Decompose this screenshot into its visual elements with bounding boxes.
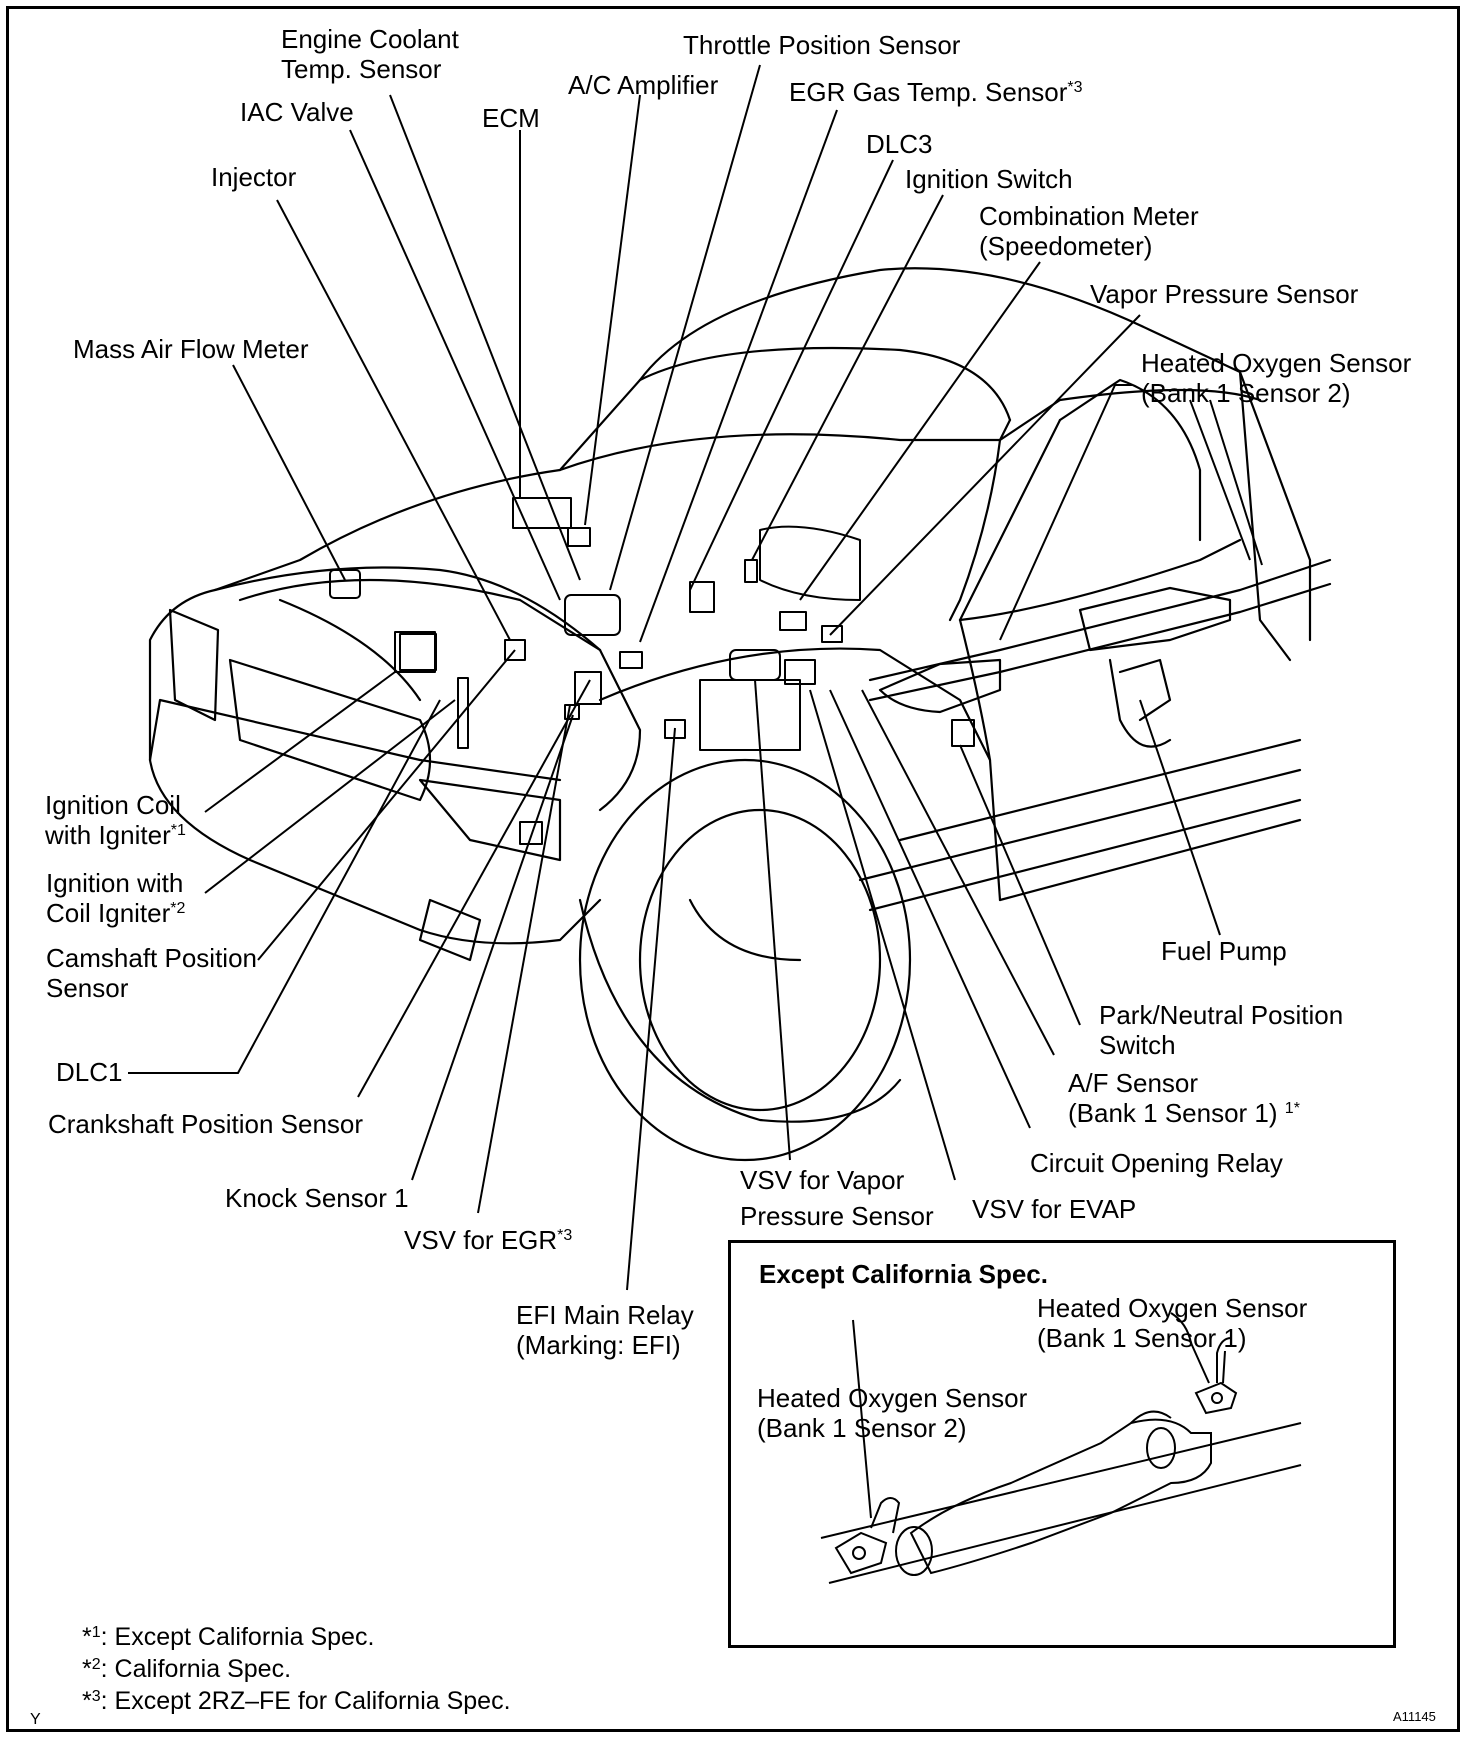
label-ecm: ECM <box>482 103 540 133</box>
engine-components <box>329 497 975 845</box>
label-af-sensor: A/F Sensor (Bank 1 Sensor 1) 1* <box>1068 1068 1300 1128</box>
label-ignition-coil-with-igniter: Ignition Coil with Igniter*1 <box>45 790 186 850</box>
label-heated-oxygen-sensor-b1s2: Heated Oxygen Sensor (Bank 1 Sensor 2) <box>1141 348 1412 408</box>
front-wheel <box>578 758 912 1162</box>
corner-mark: Y <box>30 1711 41 1728</box>
inset-label-sensor-2: Heated Oxygen Sensor (Bank 1 Sensor 2) <box>757 1383 1028 1443</box>
label-mass-air-flow-meter: Mass Air Flow Meter <box>73 334 309 364</box>
label-fuel-pump: Fuel Pump <box>1161 936 1287 966</box>
inset-title: Except California Spec. <box>759 1259 1048 1289</box>
inset-label-sensor-1: Heated Oxygen Sensor (Bank 1 Sensor 1) <box>1037 1293 1308 1353</box>
label-camshaft-position-sensor: Camshaft Position Sensor <box>46 943 257 1003</box>
label-ignition-with-coil-igniter: Ignition with Coil Igniter*2 <box>46 868 186 928</box>
exhaust-system <box>868 558 1332 748</box>
label-circuit-opening-relay: Circuit Opening Relay <box>1030 1148 1283 1178</box>
label-vsv-for-vapor-pressure-sensor: VSV for Vapor Pressure Sensor <box>740 1165 934 1231</box>
footnote-mark: *3 <box>557 1227 573 1244</box>
label-dlc3: DLC3 <box>866 129 933 159</box>
figure-frame <box>6 6 1460 1732</box>
label-iac-valve: IAC Valve <box>240 97 354 127</box>
inset-exhaust-illustration <box>820 1312 1302 1584</box>
inset-except-california: Except California Spec. Heated Oxygen Se… <box>728 1240 1396 1648</box>
label-vsv-for-evap: VSV for EVAP <box>972 1194 1137 1224</box>
label-vsv-for-egr: VSV for EGR*3 <box>404 1225 573 1255</box>
truck-body <box>148 267 1312 962</box>
footnote-mark: 1* <box>1284 1100 1300 1117</box>
figure-code: A11145 <box>1393 1709 1436 1724</box>
label-ac-amplifier: A/C Amplifier <box>568 70 719 100</box>
inset-leader-lines <box>852 1312 1210 1519</box>
label-egr-gas-temp-sensor: EGR Gas Temp. Sensor*3 <box>789 77 1083 107</box>
label-throttle-position-sensor: Throttle Position Sensor <box>683 30 961 60</box>
footnote-1: *1: Except California Spec. <box>82 1623 375 1651</box>
label-ignition-switch: Ignition Switch <box>905 164 1073 194</box>
label-park-neutral-position-switch: Park/Neutral Position Switch <box>1099 1000 1344 1060</box>
footnote-mark: *1 <box>170 822 186 839</box>
label-crankshaft-position-sensor: Crankshaft Position Sensor <box>48 1109 364 1139</box>
label-engine-coolant-temp-sensor: Engine Coolant Temp. Sensor <box>281 24 459 84</box>
footnote-3: *3: Except 2RZ–FE for California Spec. <box>82 1687 511 1715</box>
label-combination-meter: Combination Meter (Speedometer) <box>979 201 1199 261</box>
label-knock-sensor-1: Knock Sensor 1 <box>225 1183 409 1213</box>
footnote-mark: *3 <box>1067 79 1083 96</box>
footnote-mark: *2 <box>170 900 186 917</box>
label-dlc1: DLC1 <box>56 1057 123 1087</box>
leader-lines <box>128 64 1263 1291</box>
label-injector: Injector <box>211 162 297 192</box>
label-vapor-pressure-sensor: Vapor Pressure Sensor <box>1090 279 1359 309</box>
label-efi-main-relay: EFI Main Relay (Marking: EFI) <box>516 1300 694 1360</box>
footnote-2: *2: California Spec. <box>82 1655 292 1683</box>
